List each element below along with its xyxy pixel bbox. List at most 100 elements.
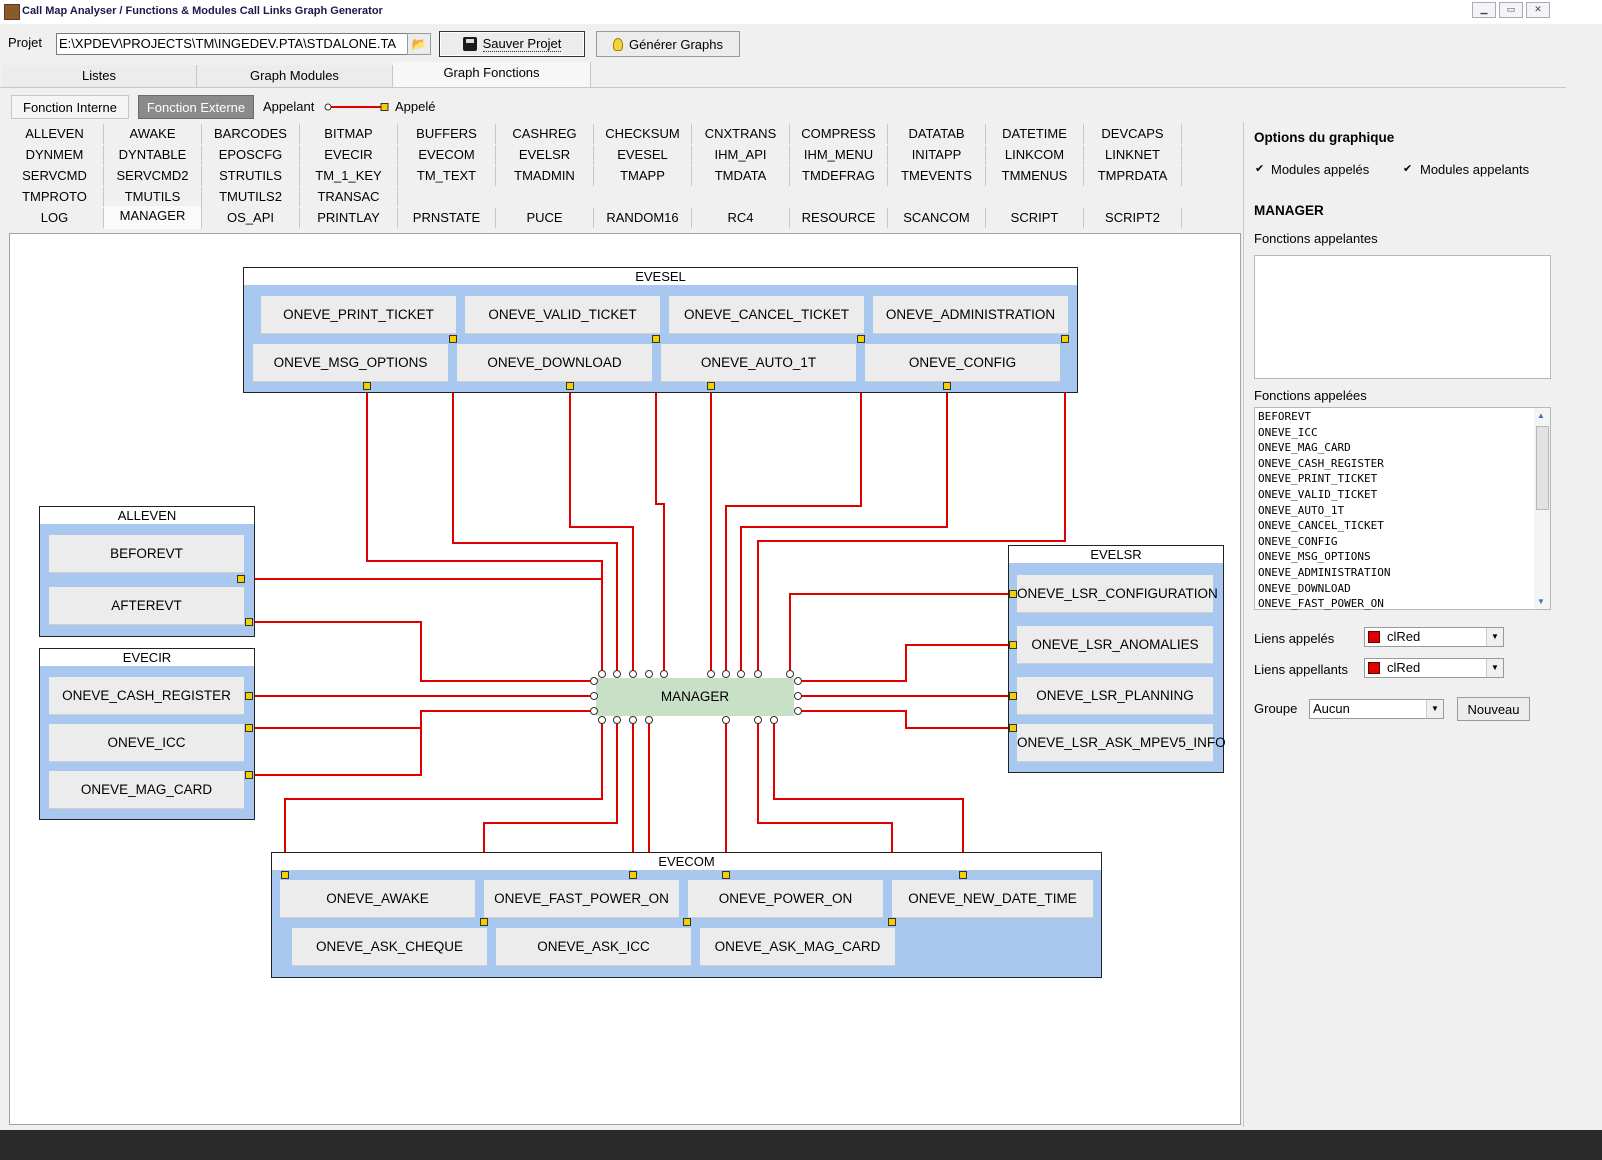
called-function-item[interactable]: ONEVE_MAG_CARD (1258, 441, 1351, 455)
called-function-item[interactable]: ONEVE_CANCEL_TICKET (1258, 519, 1384, 533)
module-tab-scancom[interactable]: SCANCOM (888, 208, 986, 228)
module-tab-awake[interactable]: AWAKE (104, 124, 202, 144)
module-tab-initapp[interactable]: INITAPP (888, 145, 986, 165)
module-tab-evesel[interactable]: EVESEL (594, 145, 692, 165)
function-node[interactable]: ONEVE_AUTO_1T (661, 344, 856, 382)
called-function-item[interactable]: ONEVE_MSG_OPTIONS (1258, 550, 1371, 564)
called-function-item[interactable]: ONEVE_VALID_TICKET (1258, 487, 1378, 501)
module-tab-puce[interactable]: PUCE (496, 208, 594, 228)
module-tab-ihm_menu[interactable]: IHM_MENU (790, 145, 888, 165)
called-function-item[interactable]: ONEVE_AUTO_1T (1258, 503, 1345, 517)
module-tab-random16[interactable]: RANDOM16 (594, 208, 692, 228)
function-node[interactable]: ONEVE_VALID_TICKET (465, 296, 660, 334)
scroll-up-icon[interactable]: ▲ (1537, 411, 1545, 420)
module-tab-tmprdata[interactable]: TMPRDATA (1084, 166, 1182, 186)
function-node[interactable]: ONEVE_MAG_CARD (49, 771, 244, 809)
module-tab-tmdefrag[interactable]: TMDEFRAG (790, 166, 888, 186)
module-tab-compress[interactable]: COMPRESS (790, 124, 888, 144)
module-tab-linknet[interactable]: LINKNET (1084, 145, 1182, 165)
group-select[interactable]: Aucun ▼ (1309, 699, 1444, 719)
module-tab-servcmd2[interactable]: SERVCMD2 (104, 166, 202, 186)
module-tab-evelsr[interactable]: EVELSR (496, 145, 594, 165)
called-function-item[interactable]: ONEVE_FAST_POWER_ON (1258, 597, 1384, 611)
project-path-field[interactable]: E:\XPDEV\PROJECTS\TM\INGEDEV.PTA\STDALON… (56, 33, 410, 55)
module-tab-tmdata[interactable]: TMDATA (692, 166, 790, 186)
scrollbar[interactable]: ▲ ▼ (1534, 408, 1550, 609)
minimize-button[interactable]: ▁ (1472, 2, 1496, 18)
center-function-node[interactable]: MANAGER (596, 678, 794, 716)
module-tab-cnxtrans[interactable]: CNXTRANS (692, 124, 790, 144)
function-node[interactable]: ONEVE_FAST_POWER_ON (484, 880, 679, 918)
module-tab-evecom[interactable]: EVECOM (398, 145, 496, 165)
module-tab-tmutils2[interactable]: TMUTILS2 (202, 187, 300, 207)
tab-graph-fonctions[interactable]: Graph Fonctions (393, 62, 591, 87)
module-tab-log[interactable]: LOG (6, 208, 104, 228)
module-tab-prnstate[interactable]: PRNSTATE (398, 208, 496, 228)
module-tab-manager[interactable]: MANAGER (104, 206, 202, 229)
module-tab-dyntable[interactable]: DYNTABLE (104, 145, 202, 165)
module-tab-checksum[interactable]: CHECKSUM (594, 124, 692, 144)
module-tab-barcodes[interactable]: BARCODES (202, 124, 300, 144)
new-group-button[interactable]: Nouveau (1457, 697, 1530, 721)
module-tab-tm_text[interactable]: TM_TEXT (398, 166, 496, 186)
module-tab-devcaps[interactable]: DEVCAPS (1084, 124, 1182, 144)
module-tab-ihm_api[interactable]: IHM_API (692, 145, 790, 165)
function-node[interactable]: ONEVE_ICC (49, 724, 244, 762)
called-function-item[interactable]: ONEVE_ADMINISTRATION (1258, 565, 1391, 579)
called-function-item[interactable]: ONEVE_DOWNLOAD (1258, 581, 1351, 595)
calling-links-color-select[interactable]: clRed ▼ (1364, 658, 1504, 678)
module-tab-datetime[interactable]: DATETIME (986, 124, 1084, 144)
function-node[interactable]: ONEVE_ASK_CHEQUE (292, 928, 487, 966)
open-folder-button[interactable]: 📂 (407, 33, 431, 55)
module-tab-bitmap[interactable]: BITMAP (300, 124, 398, 144)
save-project-button[interactable]: Sauver Projet (439, 31, 585, 57)
checkbox-modules-appeles[interactable]: ✔ (1255, 163, 1265, 175)
maximize-button[interactable]: ▭ (1499, 2, 1523, 18)
tab-fonction-interne[interactable]: Fonction Interne (11, 95, 129, 119)
scroll-down-icon[interactable]: ▼ (1537, 597, 1545, 606)
function-node[interactable]: ONEVE_ASK_MAG_CARD (700, 928, 895, 966)
calling-functions-list[interactable] (1254, 255, 1551, 379)
module-tab-tmutils[interactable]: TMUTILS (104, 187, 202, 207)
module-tab-os_api[interactable]: OS_API (202, 208, 300, 228)
module-tab-datatab[interactable]: DATATAB (888, 124, 986, 144)
function-node[interactable]: ONEVE_LSR_ASK_MPEV5_INFO (1017, 724, 1226, 762)
module-tab-tmapp[interactable]: TMAPP (594, 166, 692, 186)
module-tab-eposcfg[interactable]: EPOSCFG (202, 145, 300, 165)
module-tab-tmadmin[interactable]: TMADMIN (496, 166, 594, 186)
module-tab-tmproto[interactable]: TMPROTO (6, 187, 104, 207)
called-function-item[interactable]: BEFOREVT (1258, 410, 1311, 423)
tab-fonction-externe[interactable]: Fonction Externe (138, 95, 254, 119)
tab-graph-modules[interactable]: Graph Modules (197, 65, 393, 87)
function-node[interactable]: ONEVE_PRINT_TICKET (261, 296, 456, 334)
called-function-item[interactable]: ONEVE_ICC (1258, 425, 1318, 439)
module-tab-strutils[interactable]: STRUTILS (202, 166, 300, 186)
module-tab-dynmem[interactable]: DYNMEM (6, 145, 104, 165)
function-node[interactable]: ONEVE_CANCEL_TICKET (669, 296, 864, 334)
function-node[interactable]: ONEVE_AWAKE (280, 880, 475, 918)
generate-graphs-button[interactable]: Générer Graphs (596, 31, 740, 57)
function-node[interactable]: ONEVE_ADMINISTRATION (873, 296, 1068, 334)
module-tab-rc4[interactable]: RC4 (692, 208, 790, 228)
function-node[interactable]: BEFOREVT (49, 535, 244, 573)
called-function-item[interactable]: ONEVE_CASH_REGISTER (1258, 456, 1384, 470)
function-node[interactable]: ONEVE_POWER_ON (688, 880, 883, 918)
module-tab-linkcom[interactable]: LINKCOM (986, 145, 1084, 165)
tab-listes[interactable]: Listes (2, 65, 197, 87)
function-node[interactable]: ONEVE_LSR_PLANNING (1017, 677, 1213, 715)
function-node[interactable]: AFTEREVT (49, 587, 244, 625)
called-function-item[interactable]: ONEVE_CONFIG (1258, 534, 1338, 548)
module-tab-tm_1_key[interactable]: TM_1_KEY (300, 166, 398, 186)
module-tab-script2[interactable]: SCRIPT2 (1084, 208, 1182, 228)
called-links-color-select[interactable]: clRed ▼ (1364, 627, 1504, 647)
module-tab-script[interactable]: SCRIPT (986, 208, 1084, 228)
function-node[interactable]: ONEVE_DOWNLOAD (457, 344, 652, 382)
function-node[interactable]: ONEVE_NEW_DATE_TIME (892, 880, 1093, 918)
function-node[interactable]: ONEVE_MSG_OPTIONS (253, 344, 448, 382)
module-tab-transac[interactable]: TRANSAC (300, 187, 398, 207)
module-tab-cashreg[interactable]: CASHREG (496, 124, 594, 144)
module-tab-servcmd[interactable]: SERVCMD (6, 166, 104, 186)
module-tab-printlay[interactable]: PRINTLAY (300, 208, 398, 228)
function-node[interactable]: ONEVE_LSR_ANOMALIES (1017, 626, 1213, 664)
module-tab-buffers[interactable]: BUFFERS (398, 124, 496, 144)
